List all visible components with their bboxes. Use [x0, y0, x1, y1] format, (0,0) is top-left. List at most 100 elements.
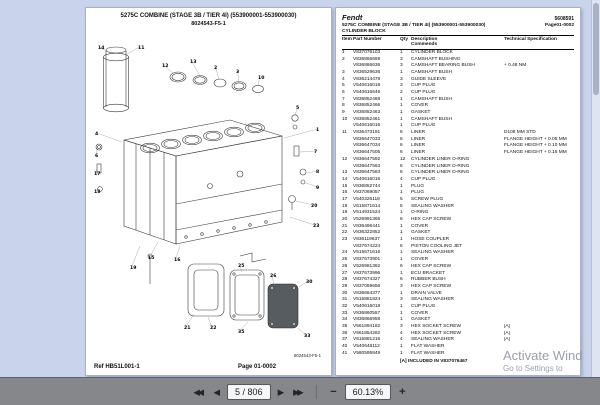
svg-text:2: 2 [214, 65, 217, 71]
header-qty: Qty [400, 37, 408, 42]
table-header-row: Item Part Number Qty Description Commend… [342, 37, 574, 50]
svg-text:5: 5 [296, 105, 299, 111]
header-description-line1: Description [411, 37, 438, 42]
seal-rings-part [169, 71, 264, 93]
zoom-level-input[interactable]: 60.13% [344, 383, 392, 400]
header-description-line2: Commends [411, 42, 438, 48]
engine-exploded-diagram: 1411121323105146171878920231516192122252… [94, 45, 319, 339]
previous-page-button[interactable]: ◀ [213, 386, 221, 397]
svg-text:19: 19 [130, 265, 136, 271]
svg-text:9: 9 [316, 185, 319, 191]
brand-logo-text: Fendt [342, 13, 363, 22]
document-number: 5608591 [554, 16, 574, 22]
svg-text:10: 10 [258, 75, 264, 81]
svg-text:18: 18 [94, 189, 100, 195]
parts-page-title: 5275C COMBINE (STAGE 3B / TIER 4I) (5539… [342, 23, 486, 28]
svg-text:22: 22 [210, 325, 216, 331]
svg-text:6: 6 [95, 153, 98, 159]
svg-text:30: 30 [306, 279, 312, 285]
svg-text:11: 11 [138, 45, 144, 51]
last-page-button[interactable]: ▶▶ [293, 386, 304, 397]
parts-list-page: Fendt 5608591 5275C COMBINE (STAGE 3B / … [335, 7, 581, 376]
vertical-scrollbar[interactable] [591, 0, 600, 377]
header-technical-spec: Technical Specification [504, 37, 557, 42]
svg-text:16: 16 [174, 257, 180, 263]
page-indicator-input[interactable]: 5 / 806 [227, 383, 271, 400]
cylinder-block-part [123, 119, 283, 245]
header-item: Item [342, 37, 352, 42]
page-number-label: Page 01-0002 [238, 364, 277, 370]
table-footnote: [A] INCLUDED IN V837076467 [400, 358, 468, 364]
svg-text:23: 23 [313, 223, 319, 229]
section-title: CYLINDER BLOCK [342, 29, 574, 36]
svg-text:20: 20 [311, 203, 317, 209]
zoom-controls-group: − 60.13% + [327, 383, 408, 400]
header-description: Description Commends [411, 37, 504, 48]
reference-label: Ref HB51L001-1 [94, 364, 140, 370]
diagram-page-code: 8024543-F5-1 [191, 20, 226, 27]
zoom-in-button[interactable]: + [399, 385, 406, 398]
svg-text:15: 15 [148, 255, 154, 261]
first-page-button[interactable]: ◀◀ [193, 386, 204, 397]
svg-text:17: 17 [94, 171, 100, 177]
parts-page-number: Page01-0002 [544, 23, 574, 28]
svg-text:21: 21 [184, 325, 190, 331]
svg-text:12: 12 [162, 63, 168, 69]
svg-text:4: 4 [95, 131, 98, 137]
svg-text:14: 14 [98, 45, 104, 51]
page-navigation-group: ◀◀ ◀ 5 / 806 ▶ ▶▶ [191, 383, 306, 400]
scrollbar-thumb[interactable] [593, 3, 599, 95]
svg-text:26: 26 [270, 273, 276, 279]
svg-text:7: 7 [314, 149, 317, 155]
zoom-out-button[interactable]: − [330, 385, 337, 398]
svg-text:13: 13 [190, 59, 196, 65]
svg-text:1: 1 [316, 127, 319, 133]
diagram-page: 5275C COMBINE (STAGE 3B / TIER 4I) (5539… [85, 7, 332, 376]
svg-text:25: 25 [238, 263, 244, 269]
next-page-button[interactable]: ▶ [277, 386, 285, 397]
svg-text:3: 3 [236, 69, 239, 75]
diagram-page-footer: Ref HB51L001-1 Page 01-0002 [86, 362, 331, 370]
